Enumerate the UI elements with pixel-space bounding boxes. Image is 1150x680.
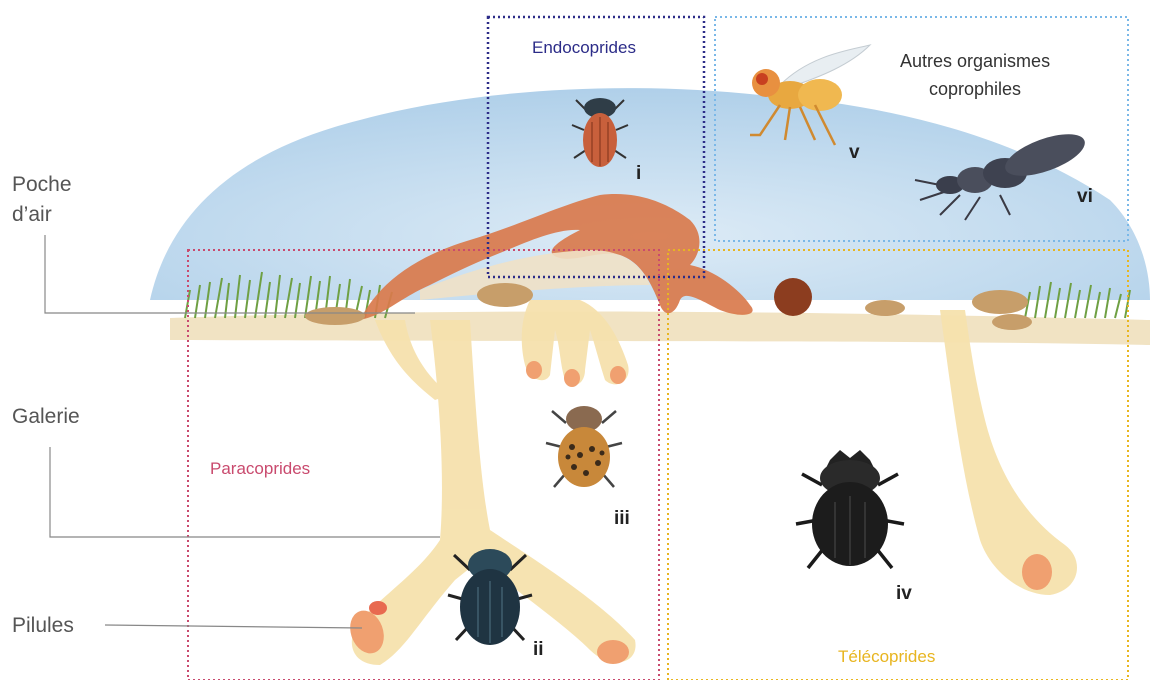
spotted-brown-dung-beetle-icon: [546, 406, 622, 487]
autres-label-line1: Autres organismes: [900, 47, 1050, 75]
pilules-leader-line: [105, 625, 362, 628]
organism-number-v: v: [849, 142, 860, 164]
poche-label-line2: d’air: [12, 200, 72, 230]
poche-label-line1: Poche: [12, 170, 72, 200]
autres-label-line2: coprophiles: [900, 75, 1050, 103]
telecopride-tunnel: [940, 310, 1077, 595]
telecoprides-label: Télécoprides: [838, 646, 935, 668]
organism-number-iv: iv: [896, 583, 912, 605]
black-rolling-dung-beetle-icon: [796, 450, 904, 568]
organism-number-iii: iii: [614, 508, 630, 530]
paracoprides-label: Paracoprides: [210, 458, 310, 480]
pilules-label: Pilules: [12, 611, 74, 641]
galerie-label: Galerie: [12, 402, 80, 432]
poche-dair-label: Poche d’air: [12, 170, 72, 230]
organism-number-i: i: [636, 163, 641, 185]
autres-organismes-label: Autres organismes coprophiles: [900, 47, 1050, 103]
endocoprides-label: Endocoprides: [532, 37, 636, 59]
organism-number-vi: vi: [1077, 186, 1093, 208]
organism-number-ii: ii: [533, 639, 544, 661]
dung-ball: [774, 278, 812, 316]
